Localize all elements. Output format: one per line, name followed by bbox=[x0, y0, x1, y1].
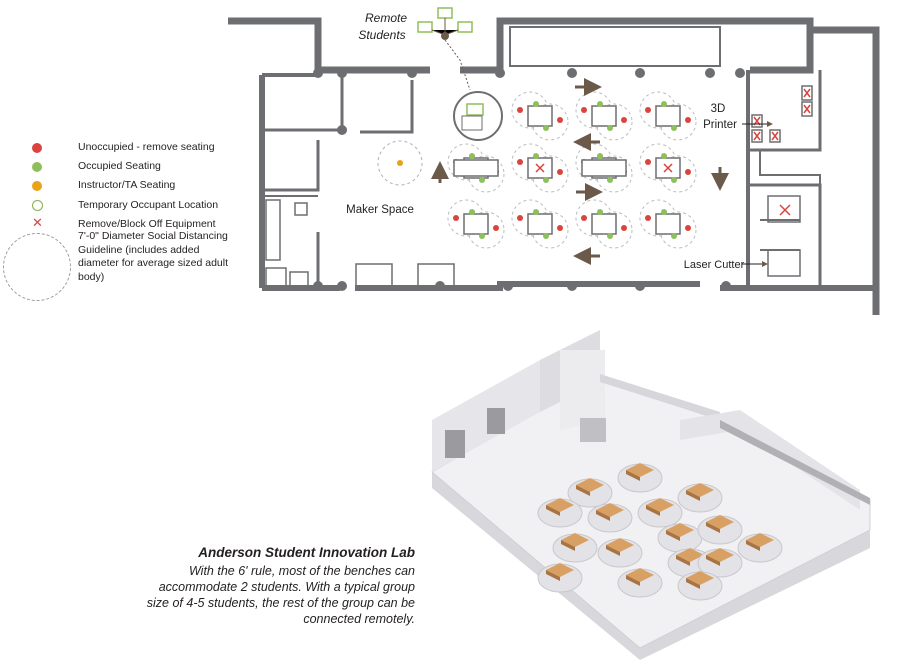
guideline-label: 7'-0" Diameter Social Distancing Guideli… bbox=[78, 230, 228, 283]
bench-group bbox=[639, 199, 697, 249]
caption-line: connected remotely. bbox=[303, 612, 415, 626]
columns bbox=[313, 68, 745, 291]
iso-bench bbox=[637, 498, 683, 528]
iso-bench bbox=[737, 533, 783, 563]
legend-item-occupied: Occupied Seating bbox=[0, 159, 220, 175]
iso-bench bbox=[697, 515, 743, 545]
bench-group bbox=[575, 91, 633, 141]
iso-bench bbox=[697, 548, 743, 578]
iso-bench bbox=[617, 463, 663, 493]
iso-bench bbox=[657, 523, 703, 553]
bench-group bbox=[575, 199, 633, 249]
remote-students bbox=[417, 7, 473, 91]
remote-label-1: Remote bbox=[365, 11, 407, 25]
iso-bench bbox=[537, 563, 583, 593]
orange-dot-icon bbox=[32, 181, 42, 191]
flow-arrows bbox=[431, 78, 729, 265]
legend-item-guideline: 7'-0" Diameter Social Distancing Guideli… bbox=[0, 230, 228, 310]
floor-plan bbox=[228, 17, 880, 315]
laser-cutter-label: Laser Cutter bbox=[684, 259, 745, 271]
caption-line: size of 4-5 students, the rest of the gr… bbox=[146, 596, 415, 610]
printer-label-1: 3D bbox=[711, 103, 726, 115]
remote-label-2: Students bbox=[358, 28, 405, 42]
bench-group bbox=[511, 91, 569, 141]
isometric-view bbox=[431, 330, 871, 660]
bench-group bbox=[447, 199, 505, 249]
printer-label-2: Printer bbox=[703, 119, 737, 131]
iso-bench bbox=[677, 571, 723, 601]
iso-bench bbox=[587, 503, 633, 533]
left-room-fixtures bbox=[265, 199, 455, 287]
bench-grid bbox=[447, 91, 697, 249]
iso-bench bbox=[617, 568, 663, 598]
caption-line: accommodate 2 students. With a typical g… bbox=[158, 580, 415, 594]
maker-space-label: Maker Space bbox=[346, 204, 414, 216]
distance-circle-icon bbox=[3, 233, 71, 301]
caption-title: Anderson Student Innovation Lab bbox=[198, 545, 415, 560]
legend-item-temporary: Temporary Occupant Location bbox=[0, 198, 220, 214]
iso-bench bbox=[567, 478, 613, 508]
bench-group bbox=[639, 91, 697, 141]
legend-label: Temporary Occupant Location bbox=[78, 199, 219, 211]
legend-label: Occupied Seating bbox=[78, 160, 161, 172]
iso-bench bbox=[537, 498, 583, 528]
legend-item-remove: ✕ Remove/Block Off Equipment bbox=[0, 215, 220, 233]
legend-label: Instructor/TA Seating bbox=[78, 179, 176, 191]
iso-bench bbox=[677, 483, 723, 513]
x-mark-icon: ✕ bbox=[32, 215, 43, 230]
legend-item-instructor: Instructor/TA Seating bbox=[0, 178, 220, 194]
bench-group bbox=[511, 199, 569, 249]
instructor-seat bbox=[397, 160, 403, 166]
legend-label: Remove/Block Off Equipment bbox=[78, 218, 216, 230]
dashed-ring-icon bbox=[32, 200, 43, 211]
equipment-removed-marks bbox=[751, 85, 813, 216]
legend-label: Unoccupied - remove seating bbox=[78, 141, 215, 153]
green-dot-icon bbox=[32, 162, 42, 172]
legend-item-unoccupied: Unoccupied - remove seating bbox=[0, 140, 220, 156]
iso-bench bbox=[597, 538, 643, 568]
red-dot-icon bbox=[32, 143, 42, 153]
iso-bench bbox=[552, 533, 598, 563]
caption-line: With the 6' rule, most of the benches ca… bbox=[188, 564, 415, 578]
